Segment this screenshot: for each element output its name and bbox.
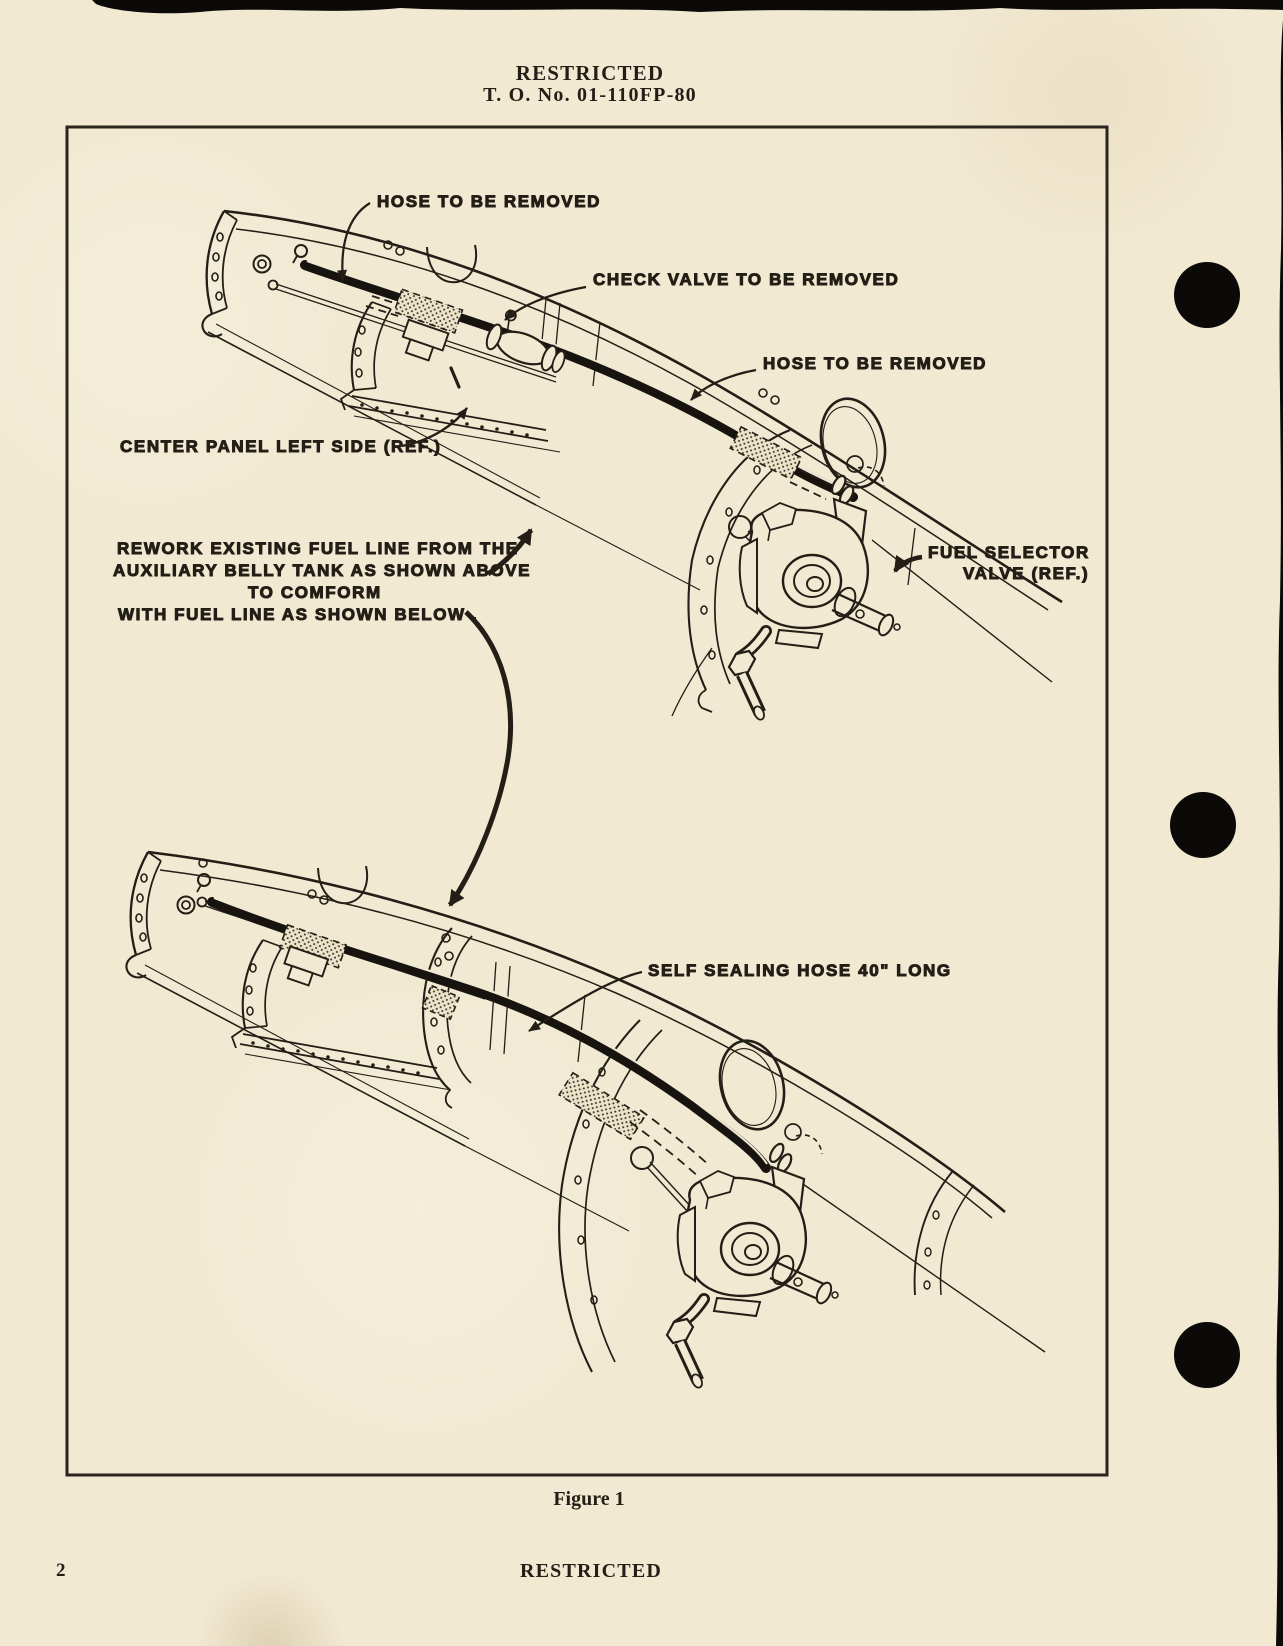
label-self-sealing-hose: SELF SEALING HOSE 40" LONG [648,961,952,980]
scan-edge-artifacts [92,0,1283,1646]
stippled-hose-section-1-top [393,288,464,334]
lightening-hole-top [819,397,887,489]
leader-center-panel [401,407,468,448]
panel-structure-top [201,209,1063,717]
frame-left-bottom [230,938,453,1092]
fuel-hose-bottom [207,897,771,1179]
fuel-hose-top [300,260,858,502]
label-hose-to-be-removed-2: HOSE TO BE REMOVED [763,354,987,373]
rework-note-line3: TO COMFORM [248,583,382,602]
label-hose-to-be-removed-1: HOSE TO BE REMOVED [377,192,601,211]
punch-hole-top [1174,262,1240,328]
hose-ball-fitting-top [294,244,308,258]
header-to-number: T. O. No. 01-110FP-80 [483,84,697,106]
punch-holes [1170,262,1240,1388]
leader-hose-1 [337,202,371,282]
arrow-to-upper-view [486,528,534,577]
footer-classification: RESTRICTED [519,1560,663,1582]
leader-fuel-selector [893,554,923,573]
hose-support-fitting-bottom [283,945,330,987]
label-center-panel: CENTER PANEL LEFT SIDE (REF.) [120,437,442,456]
leader-check-valve [504,285,587,321]
rework-note-line4: WITH FUEL LINE AS SHOWN BELOW . [118,605,478,624]
arrow-to-lower-view [447,610,513,907]
rework-note-line1: REWORK EXISTING FUEL LINE FROM THE [117,539,519,558]
bottom-diagram-labels: SELF SEALING HOSE 40" LONG [528,961,952,1032]
hose-ball-fitting-bottom [197,873,211,887]
hose-support-fitting-top [401,318,450,362]
leader-hose-2 [690,368,757,401]
stippled-clamp-bottom [421,984,461,1021]
figure-caption: Figure 1 [553,1488,625,1510]
top-diagram-labels: HOSE TO BE REMOVED CHECK VALVE TO BE REM… [120,192,1090,584]
top-diagram: HOSE TO BE REMOVED CHECK VALVE TO BE REM… [120,192,1090,721]
frame-right-bottom [558,1019,663,1373]
check-valve [485,309,566,373]
stippled-hose-section-1-bottom [278,923,348,969]
figure-border [65,125,1109,1477]
rework-note: REWORK EXISTING FUEL LINE FROM THE AUXIL… [113,528,534,907]
stippled-hose-section-2-bottom [558,1071,646,1141]
page-number: 2 [56,1560,66,1581]
frame-mid-bottom [422,927,473,1109]
rework-note-line2: AUXILIARY BELLY TANK AS SHOWN ABOVE [113,561,531,580]
punch-hole-bottom [1174,1322,1240,1388]
fuel-selector-valve-bottom [667,1124,838,1389]
punch-hole-middle [1170,792,1236,858]
lightening-hole-bottom [718,1039,786,1131]
leader-self-sealing-hose [528,970,643,1032]
stippled-hose-section-2-top [729,425,803,481]
label-fuel-selector-line2: VALVE (REF.) [963,564,1089,583]
header-classification: RESTRICTED [515,61,665,85]
label-fuel-selector-line1: FUEL SELECTOR [928,543,1090,562]
frame-far-right-bottom [913,1171,975,1296]
bottom-diagram: SELF SEALING HOSE 40" LONG [125,850,1046,1389]
label-check-valve: CHECK VALVE TO BE REMOVED [593,270,899,289]
